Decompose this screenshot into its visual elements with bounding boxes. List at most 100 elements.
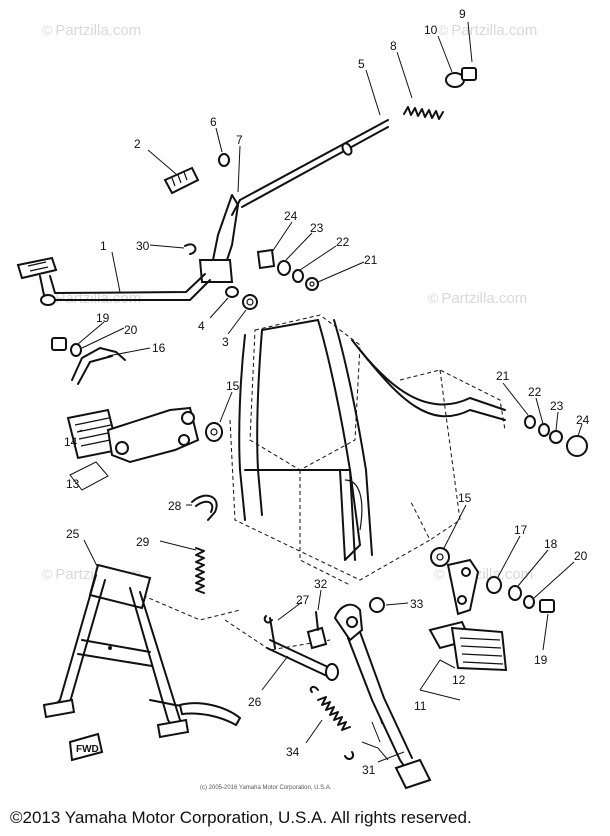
callout-20-right: 20 <box>574 549 588 563</box>
part-26-pivot-bolt <box>266 639 339 681</box>
callout-3: 3 <box>222 335 229 349</box>
callout-labels: 1 2 3 4 5 6 7 8 9 10 11 12 13 14 15 15 1… <box>64 7 590 777</box>
part-33-nut <box>369 597 385 613</box>
watermark-text: Partzilla.com <box>441 290 528 307</box>
part-1-shift-pedal <box>16 256 211 306</box>
callout-23-upper: 23 <box>310 221 324 235</box>
watermark-text: Partzilla.com <box>55 290 142 307</box>
part-27-cotter-pin <box>263 615 276 649</box>
callout-23-right: 23 <box>550 399 564 413</box>
callout-11: 11 <box>414 699 427 713</box>
frame-tubes <box>238 319 506 561</box>
callout-29: 29 <box>136 535 150 549</box>
callout-17: 17 <box>514 523 528 537</box>
callout-24-right: 24 <box>576 413 590 427</box>
part-29-spring <box>195 547 205 594</box>
callout-34: 34 <box>286 745 300 759</box>
part-18-washer-right <box>508 585 522 601</box>
callout-31: 31 <box>362 763 376 777</box>
part-5-rod <box>231 119 389 216</box>
callout-4: 4 <box>198 319 205 333</box>
callout-32: 32 <box>314 577 328 591</box>
watermark-text: Partzilla.com <box>451 22 538 39</box>
callout-15-left: 15 <box>226 379 240 393</box>
part-23-washer <box>277 260 291 276</box>
callout-5: 5 <box>358 57 365 71</box>
watermark: ©Partzilla.com <box>42 22 141 39</box>
part-31-side-stand <box>333 603 432 790</box>
part-6-washer <box>218 153 230 167</box>
callout-28: 28 <box>168 499 182 513</box>
watermark-symbol: © <box>428 290 439 306</box>
watermark-text: Partzilla.com <box>55 22 142 39</box>
callout-30: 30 <box>136 239 150 253</box>
callout-27: 27 <box>296 593 310 607</box>
callout-21-right: 21 <box>496 369 510 383</box>
callout-24-upper: 24 <box>284 209 298 223</box>
part-24-collar <box>256 248 276 270</box>
part-32-bolt <box>306 611 328 650</box>
part-22-washer-right <box>538 423 550 437</box>
part-19-bolt-right <box>539 599 555 613</box>
part-28-hook <box>191 494 218 521</box>
callout-8: 8 <box>390 39 397 53</box>
watermark-symbol: © <box>434 566 445 582</box>
group-bracket-31 <box>361 711 389 761</box>
callout-22-right: 22 <box>528 385 542 399</box>
part-25-main-stand <box>42 563 242 739</box>
part-17-washer-right <box>486 576 502 594</box>
part-2-pin <box>163 166 200 195</box>
part-22-washer <box>292 269 304 283</box>
callout-2: 2 <box>134 137 141 151</box>
part-30-clip <box>184 243 197 255</box>
fwd-arrow: FWD <box>68 732 104 762</box>
watermark-symbol: © <box>42 22 53 38</box>
frame-outline <box>129 314 506 651</box>
part-20-washer-right <box>523 595 535 609</box>
copyright-credit: (c) 2005-2016 Yamaha Motor Corporation, … <box>200 785 332 791</box>
part-8-spring <box>403 106 444 120</box>
leader-lines <box>77 21 583 763</box>
watermark-symbol: © <box>438 22 449 38</box>
callout-1: 1 <box>100 239 107 253</box>
callout-33: 33 <box>410 597 424 611</box>
callout-22-upper: 22 <box>336 235 350 249</box>
part-9-nut <box>461 67 477 81</box>
brake-pedal-arm <box>446 558 480 616</box>
callout-6: 6 <box>210 115 217 129</box>
watermark: ©Partzilla.com <box>438 22 537 39</box>
callout-12: 12 <box>452 673 466 687</box>
group-bracket-13 <box>69 461 109 491</box>
part-4-bolt <box>225 286 239 298</box>
part-21-washer <box>305 277 319 291</box>
part-34-spring <box>309 685 355 760</box>
part-3-washer <box>242 294 258 310</box>
part-19-bolt-left <box>51 337 67 351</box>
part-15-collar-left <box>205 422 223 442</box>
callout-16: 16 <box>152 341 166 355</box>
callout-15-right: 15 <box>458 491 472 505</box>
callout-21-upper: 21 <box>364 253 378 267</box>
part-20-washer-left <box>70 343 82 357</box>
watermark: ©Partzilla.com <box>428 290 527 307</box>
callout-9: 9 <box>459 7 466 21</box>
callout-25: 25 <box>66 527 80 541</box>
part-16-bracket <box>71 347 126 385</box>
callout-26: 26 <box>248 695 262 709</box>
part-15-collar-right <box>430 547 450 567</box>
shift-arm <box>198 194 239 283</box>
callout-10: 10 <box>424 23 438 37</box>
part-12-footrest-right <box>428 620 508 672</box>
callout-19-right: 19 <box>534 653 548 667</box>
part-21-washer-right <box>524 415 536 429</box>
part-24-cap-right <box>566 435 588 457</box>
part-23-washer-right <box>549 430 563 444</box>
callout-14: 14 <box>64 435 78 449</box>
watermark-symbol: © <box>42 566 53 582</box>
callout-7: 7 <box>236 133 243 147</box>
callout-19-left: 19 <box>96 311 110 325</box>
callout-13: 13 <box>66 477 80 491</box>
fwd-arrow-label: FWD <box>76 744 99 755</box>
